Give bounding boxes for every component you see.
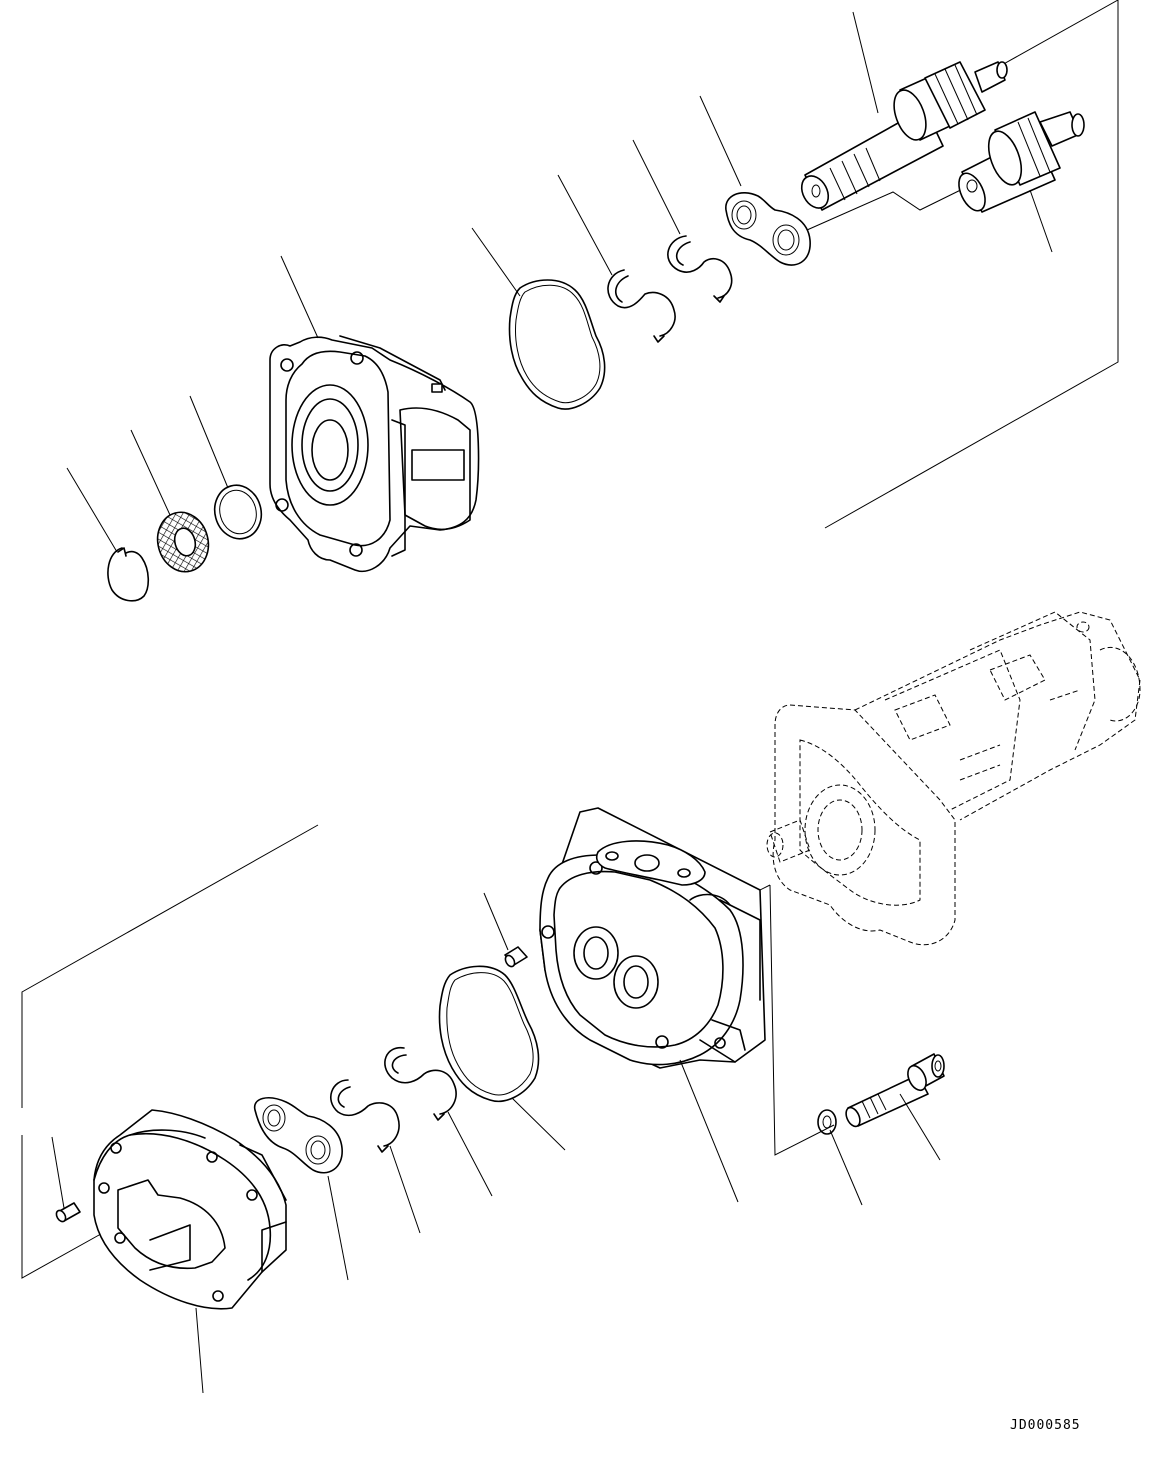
bolt bbox=[843, 1054, 944, 1129]
thrust-plate-upper bbox=[726, 193, 810, 265]
backup-ring-upper bbox=[668, 236, 732, 302]
backup-ring-lower bbox=[331, 1080, 399, 1152]
drawing-code-label: JD000585 bbox=[1010, 1418, 1081, 1433]
drive-shaft-gear bbox=[796, 62, 1007, 213]
upper-group-bracket bbox=[807, 0, 1118, 528]
gear-case bbox=[540, 808, 765, 1068]
dowel-pin-center bbox=[504, 947, 527, 968]
upper-leader-lines bbox=[67, 12, 1052, 552]
lower-leader-lines bbox=[52, 893, 940, 1393]
snap-ring bbox=[108, 548, 148, 601]
driven-gear bbox=[954, 112, 1084, 215]
o-ring bbox=[209, 480, 267, 544]
seal-ring-upper bbox=[608, 270, 675, 342]
front-flange-cover bbox=[270, 336, 478, 571]
gasket-lower bbox=[440, 966, 539, 1101]
dowel-pin-left bbox=[55, 1203, 80, 1223]
seal-ring-lower bbox=[385, 1048, 456, 1120]
oil-seal bbox=[151, 507, 215, 578]
thrust-plate-lower bbox=[255, 1098, 343, 1173]
washer bbox=[818, 1110, 836, 1134]
pump-assembly-reference bbox=[767, 612, 1140, 945]
lower-left-bracket bbox=[22, 825, 318, 1278]
gasket-upper bbox=[510, 280, 605, 409]
body-plate bbox=[94, 1110, 286, 1309]
